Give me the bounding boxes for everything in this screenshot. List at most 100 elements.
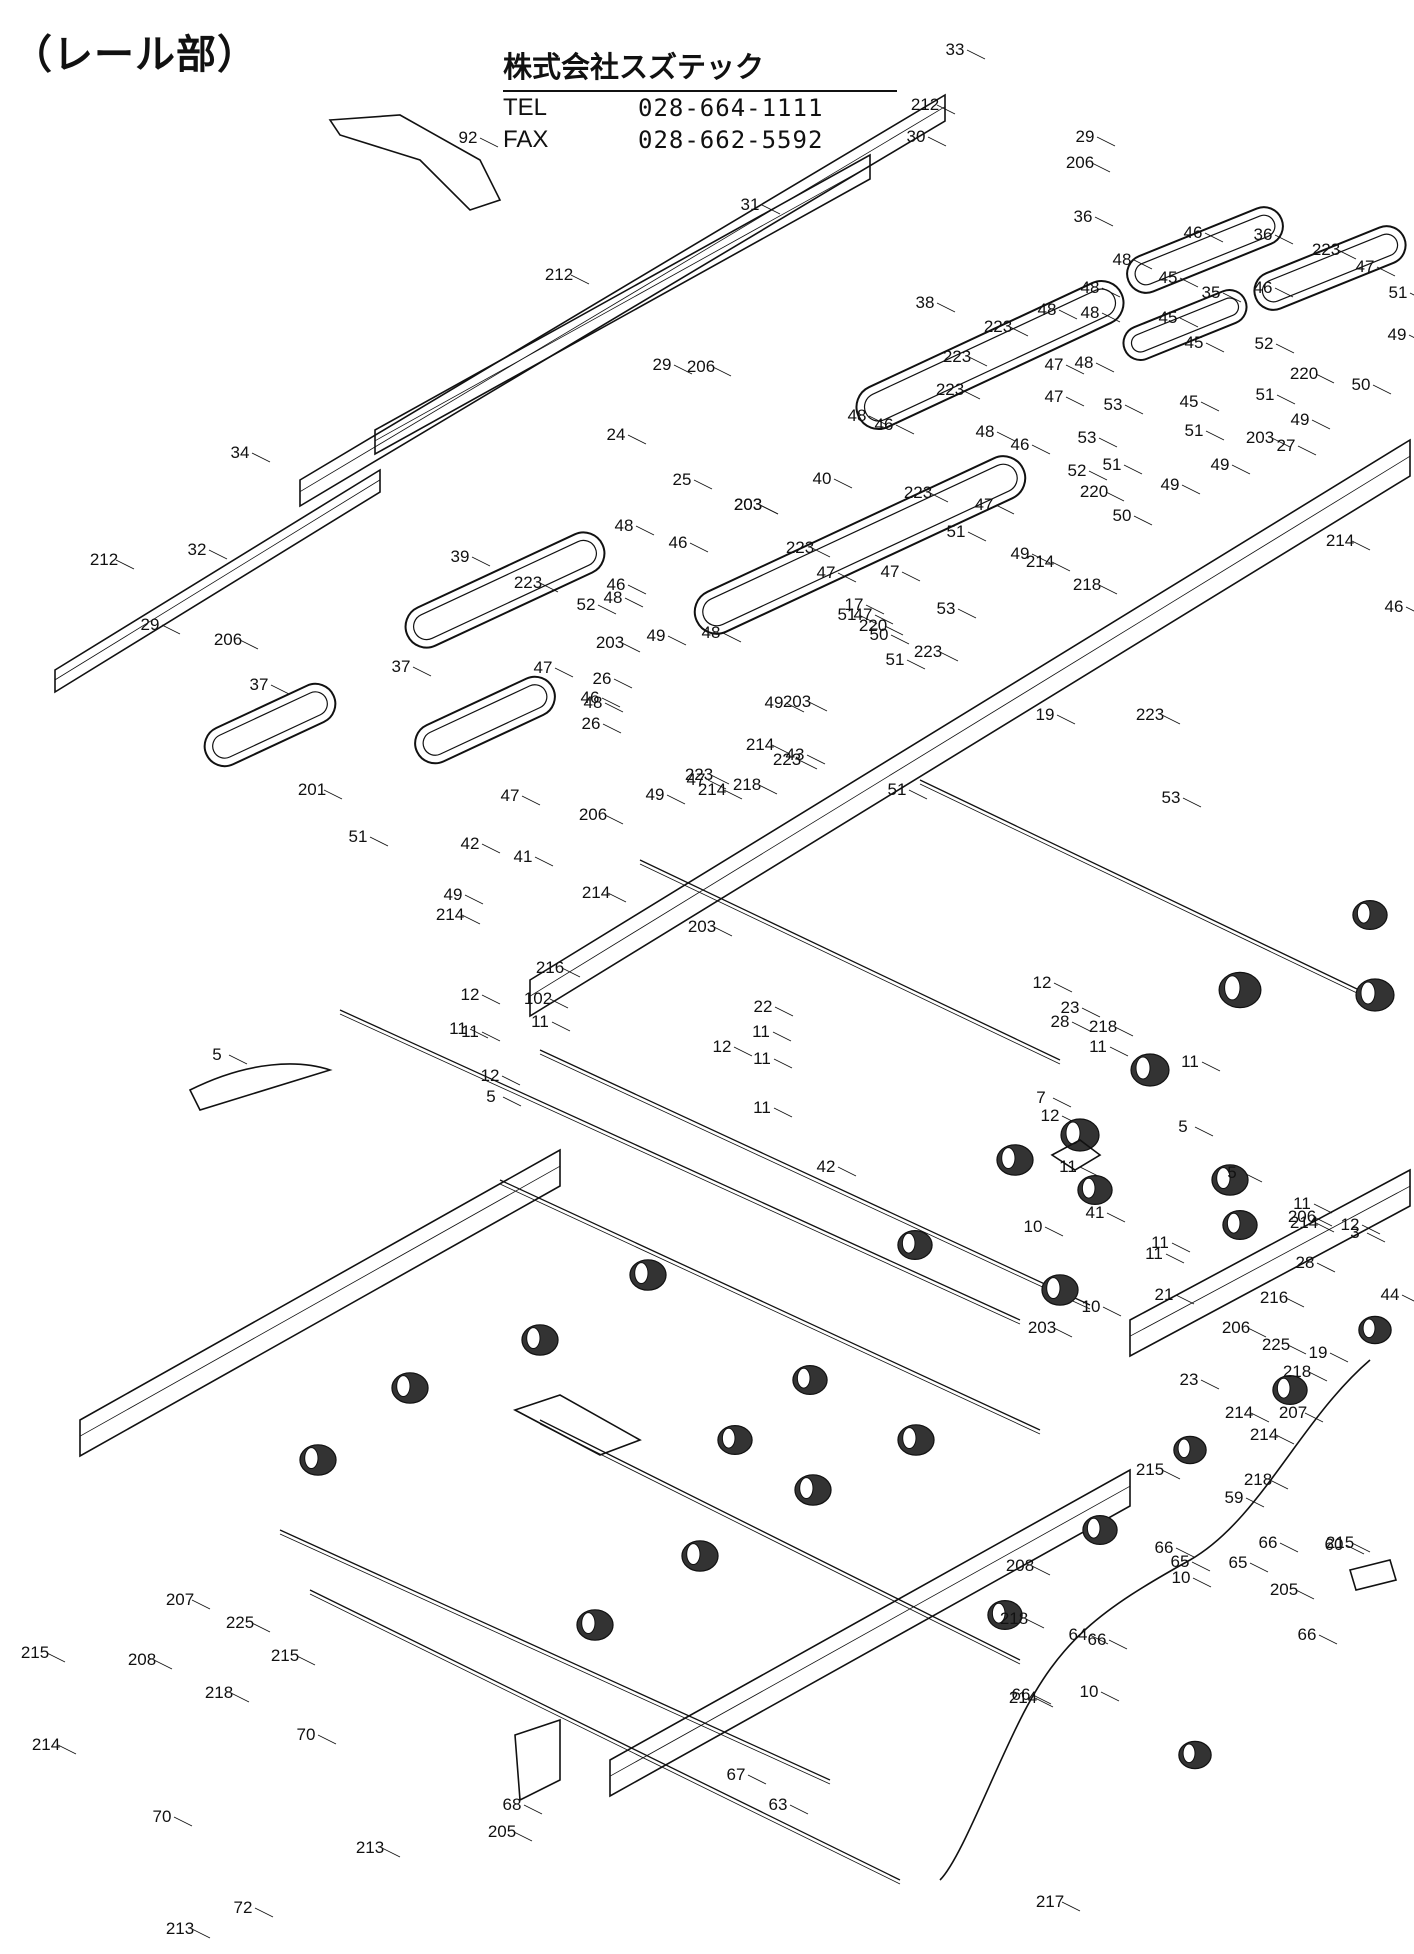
part-label-52: 52	[1255, 334, 1274, 353]
rail-31	[374, 153, 871, 456]
leader-line	[773, 1058, 793, 1069]
leader-line	[1061, 1901, 1081, 1912]
leader-line	[1065, 364, 1085, 375]
part-label-206: 206	[1222, 1318, 1250, 1337]
leader-line	[1051, 561, 1071, 572]
misc-parts-layer	[188, 114, 1398, 1881]
leader-line	[254, 1907, 274, 1918]
leader-line	[1318, 1634, 1338, 1645]
part-label-223: 223	[773, 750, 801, 769]
part-label-51: 51	[888, 780, 907, 799]
part-label-5: 5	[1227, 1163, 1236, 1182]
roller-11g-face	[1046, 1277, 1061, 1300]
leader-line	[936, 104, 956, 115]
part-label-51: 51	[349, 827, 368, 846]
part-label-214: 214	[698, 780, 726, 799]
leader-line	[1031, 444, 1051, 455]
leader-line	[1204, 232, 1224, 243]
part-label-28: 28	[1296, 1253, 1315, 1272]
part-label-3: 3	[1350, 1223, 1359, 1242]
roller-11e-face	[1001, 1147, 1016, 1170]
part-label-10: 10	[1024, 1217, 1043, 1236]
belt-38	[855, 280, 1125, 430]
roller-66g-face	[686, 1543, 701, 1566]
part-label-35: 35	[1202, 283, 1221, 302]
part-label-11: 11	[752, 1022, 770, 1041]
roller-11a	[1218, 971, 1262, 1009]
part-label-48: 48	[1038, 300, 1057, 319]
part-label-11: 11	[531, 1012, 549, 1031]
leader-line	[808, 701, 828, 712]
leader-line	[758, 784, 778, 795]
part-label-206: 206	[687, 357, 715, 376]
shafts-layer	[279, 779, 1381, 1885]
roller-66a	[629, 1259, 667, 1291]
leader-line	[251, 1622, 271, 1633]
roller-12g	[1178, 1740, 1212, 1770]
part-label-208: 208	[128, 1650, 156, 1669]
leader-line	[1279, 1542, 1299, 1553]
part-label-63: 63	[769, 1795, 788, 1814]
shaft-65a	[309, 1589, 901, 1881]
part-label-49: 49	[1161, 475, 1180, 494]
leader-line	[1313, 1203, 1333, 1214]
part-label-201: 201	[298, 780, 326, 799]
plug-67	[1348, 1559, 1398, 1591]
leader-line	[501, 1075, 521, 1086]
roller-12f-face	[1177, 1438, 1191, 1459]
part-label-11: 11	[1293, 1194, 1311, 1213]
part-label-46: 46	[581, 688, 600, 707]
cover-59	[512, 1394, 642, 1456]
part-label-64: 64	[1069, 1625, 1088, 1644]
leader-line	[115, 559, 135, 570]
leader-line	[1053, 1327, 1073, 1338]
part-label-216: 216	[536, 958, 564, 977]
part-label-12: 12	[1041, 1106, 1060, 1125]
part-label-22: 22	[754, 997, 773, 1016]
part-label-48: 48	[584, 693, 603, 712]
part-label-47: 47	[1045, 387, 1064, 406]
part-label-48: 48	[702, 623, 721, 642]
part-label-49: 49	[1388, 325, 1407, 344]
part-label-214: 214	[1250, 1425, 1278, 1444]
leader-line	[173, 1816, 193, 1827]
leader-line	[1285, 1297, 1305, 1308]
part-label-47: 47	[881, 562, 900, 581]
part-label-29: 29	[141, 615, 160, 634]
roller-11h-face	[796, 1367, 811, 1389]
leader-line	[908, 789, 928, 800]
roller-12a-face	[1356, 902, 1371, 924]
part-label-51: 51	[886, 650, 905, 669]
leader-line	[1098, 437, 1118, 448]
leader-line	[833, 478, 853, 489]
part-label-52: 52	[577, 595, 596, 614]
leader-line	[602, 723, 622, 734]
leader-line	[230, 1692, 250, 1703]
leader-line	[1165, 1253, 1185, 1264]
part-label-51: 51	[838, 605, 857, 624]
roller-66d-face	[304, 1447, 319, 1470]
leader-line	[1100, 1691, 1120, 1702]
leader-lines	[46, 49, 1414, 1939]
part-label-205: 205	[1270, 1580, 1298, 1599]
part-label-28: 28	[1051, 1012, 1070, 1031]
part-label-53: 53	[1078, 428, 1097, 447]
part-label-11: 11	[449, 1019, 467, 1038]
part-label-45: 45	[1185, 333, 1204, 352]
roller-12b	[1077, 1174, 1113, 1205]
part-label-203: 203	[1028, 1318, 1056, 1337]
fax-number: 028-662-5592	[638, 126, 824, 154]
roller-11b-face	[1360, 981, 1376, 1005]
part-label-65: 65	[1229, 1553, 1248, 1572]
part-label-66: 66	[1259, 1533, 1278, 1552]
leader-line	[1194, 1126, 1214, 1137]
leader-line	[1315, 1222, 1335, 1233]
part-label-51: 51	[947, 522, 966, 541]
rear-frame-44	[1129, 1168, 1411, 1358]
leader-line	[1316, 1262, 1336, 1273]
roller-11i-face	[1276, 1377, 1291, 1399]
belt-36b-outer	[1253, 225, 1407, 311]
part-label-47: 47	[975, 495, 994, 514]
belt-38-outer	[855, 280, 1125, 430]
part-label-70: 70	[297, 1725, 316, 1744]
